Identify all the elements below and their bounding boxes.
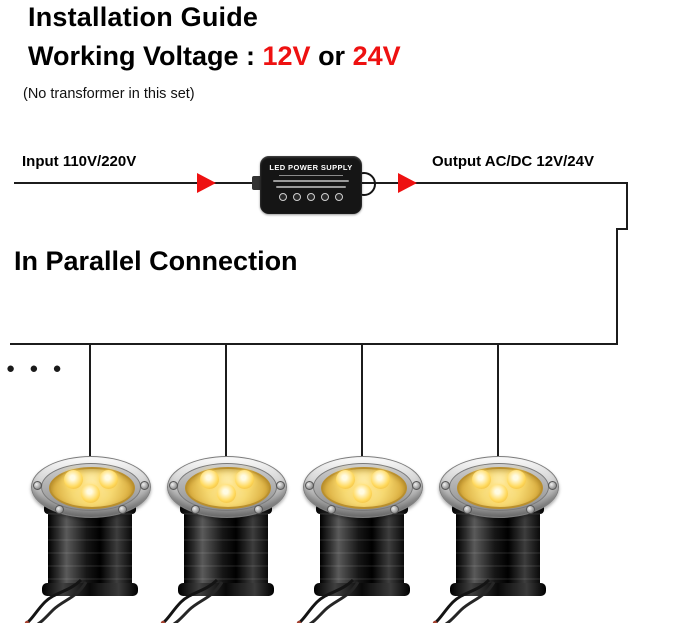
light-lens <box>49 467 135 509</box>
power-supply-spec-line <box>276 186 346 188</box>
screw-icon <box>118 505 127 514</box>
screw-icon <box>441 481 450 490</box>
drop-wire-4 <box>497 345 499 461</box>
light-flange <box>303 456 423 518</box>
screw-icon <box>463 505 472 514</box>
output-wire-down-segment <box>626 182 628 230</box>
power-supply-input-connector <box>252 176 262 190</box>
power-supply-divider <box>279 175 343 176</box>
screw-icon <box>526 505 535 514</box>
feed-wire-to-bus <box>616 228 618 345</box>
led-chip <box>489 484 508 503</box>
screw-icon <box>140 481 149 490</box>
screw-icon <box>548 481 557 490</box>
drop-wire-2 <box>225 345 227 461</box>
ground-light <box>24 452 155 623</box>
light-wires <box>160 578 224 623</box>
output-voltage-label: Output AC/DC 12V/24V <box>432 153 594 170</box>
light-flange <box>31 456 151 518</box>
light-rim <box>177 463 277 511</box>
screw-icon <box>254 505 263 514</box>
light-flange <box>439 456 559 518</box>
no-transformer-note: (No transformer in this set) <box>23 86 195 102</box>
led-chip <box>81 484 100 503</box>
led-chip <box>64 470 83 489</box>
flow-arrow-right-icon <box>398 173 417 193</box>
led-chip <box>217 484 236 503</box>
light-rim <box>41 463 141 511</box>
light-wires <box>296 578 360 623</box>
led-chip <box>200 470 219 489</box>
screw-icon <box>276 481 285 490</box>
screw-icon <box>33 481 42 490</box>
continuation-dots: ● ● ● <box>6 360 67 377</box>
light-rim <box>449 463 549 511</box>
ground-light <box>160 452 291 623</box>
light-flange <box>167 456 287 518</box>
power-supply-box: LED POWER SUPPLY <box>260 156 362 214</box>
parallel-connection-heading: In Parallel Connection <box>14 246 298 276</box>
screw-icon <box>305 481 314 490</box>
output-wire <box>362 182 628 184</box>
screw-icon <box>412 481 421 490</box>
screw-icon <box>169 481 178 490</box>
led-chip <box>507 470 526 489</box>
light-lens <box>457 467 543 509</box>
ground-light <box>296 452 427 623</box>
voltage-value-24v: 24V <box>352 41 401 71</box>
power-supply-spec-line <box>273 180 349 182</box>
led-chip <box>336 470 355 489</box>
voltage-value-12v: 12V <box>262 41 311 71</box>
output-wire-jog-segment <box>616 228 628 230</box>
light-lens <box>321 467 407 509</box>
page-title: Installation Guide <box>28 2 259 32</box>
light-wires <box>24 578 88 623</box>
input-voltage-label: Input 110V/220V <box>22 153 137 170</box>
light-lens <box>185 467 271 509</box>
led-chip <box>353 484 372 503</box>
light-rim <box>313 463 413 511</box>
led-chip <box>472 470 491 489</box>
led-chip <box>371 470 390 489</box>
power-supply-label: LED POWER SUPPLY <box>269 163 353 172</box>
voltage-separator: or <box>310 41 353 71</box>
drop-wire-1 <box>89 345 91 461</box>
led-chip <box>235 470 254 489</box>
screw-icon <box>390 505 399 514</box>
parallel-bus-wire <box>10 343 618 345</box>
certification-icons <box>279 193 343 201</box>
ground-light <box>432 452 563 623</box>
screw-icon <box>191 505 200 514</box>
screw-icon <box>55 505 64 514</box>
screw-icon <box>327 505 336 514</box>
voltage-label: Working Voltage : <box>28 41 263 71</box>
drop-wire-3 <box>361 345 363 461</box>
led-chip <box>99 470 118 489</box>
flow-arrow-left-icon <box>197 173 216 193</box>
light-wires <box>432 578 496 623</box>
working-voltage-heading: Working Voltage : 12V or 24V <box>28 41 401 72</box>
input-wire <box>14 182 260 184</box>
